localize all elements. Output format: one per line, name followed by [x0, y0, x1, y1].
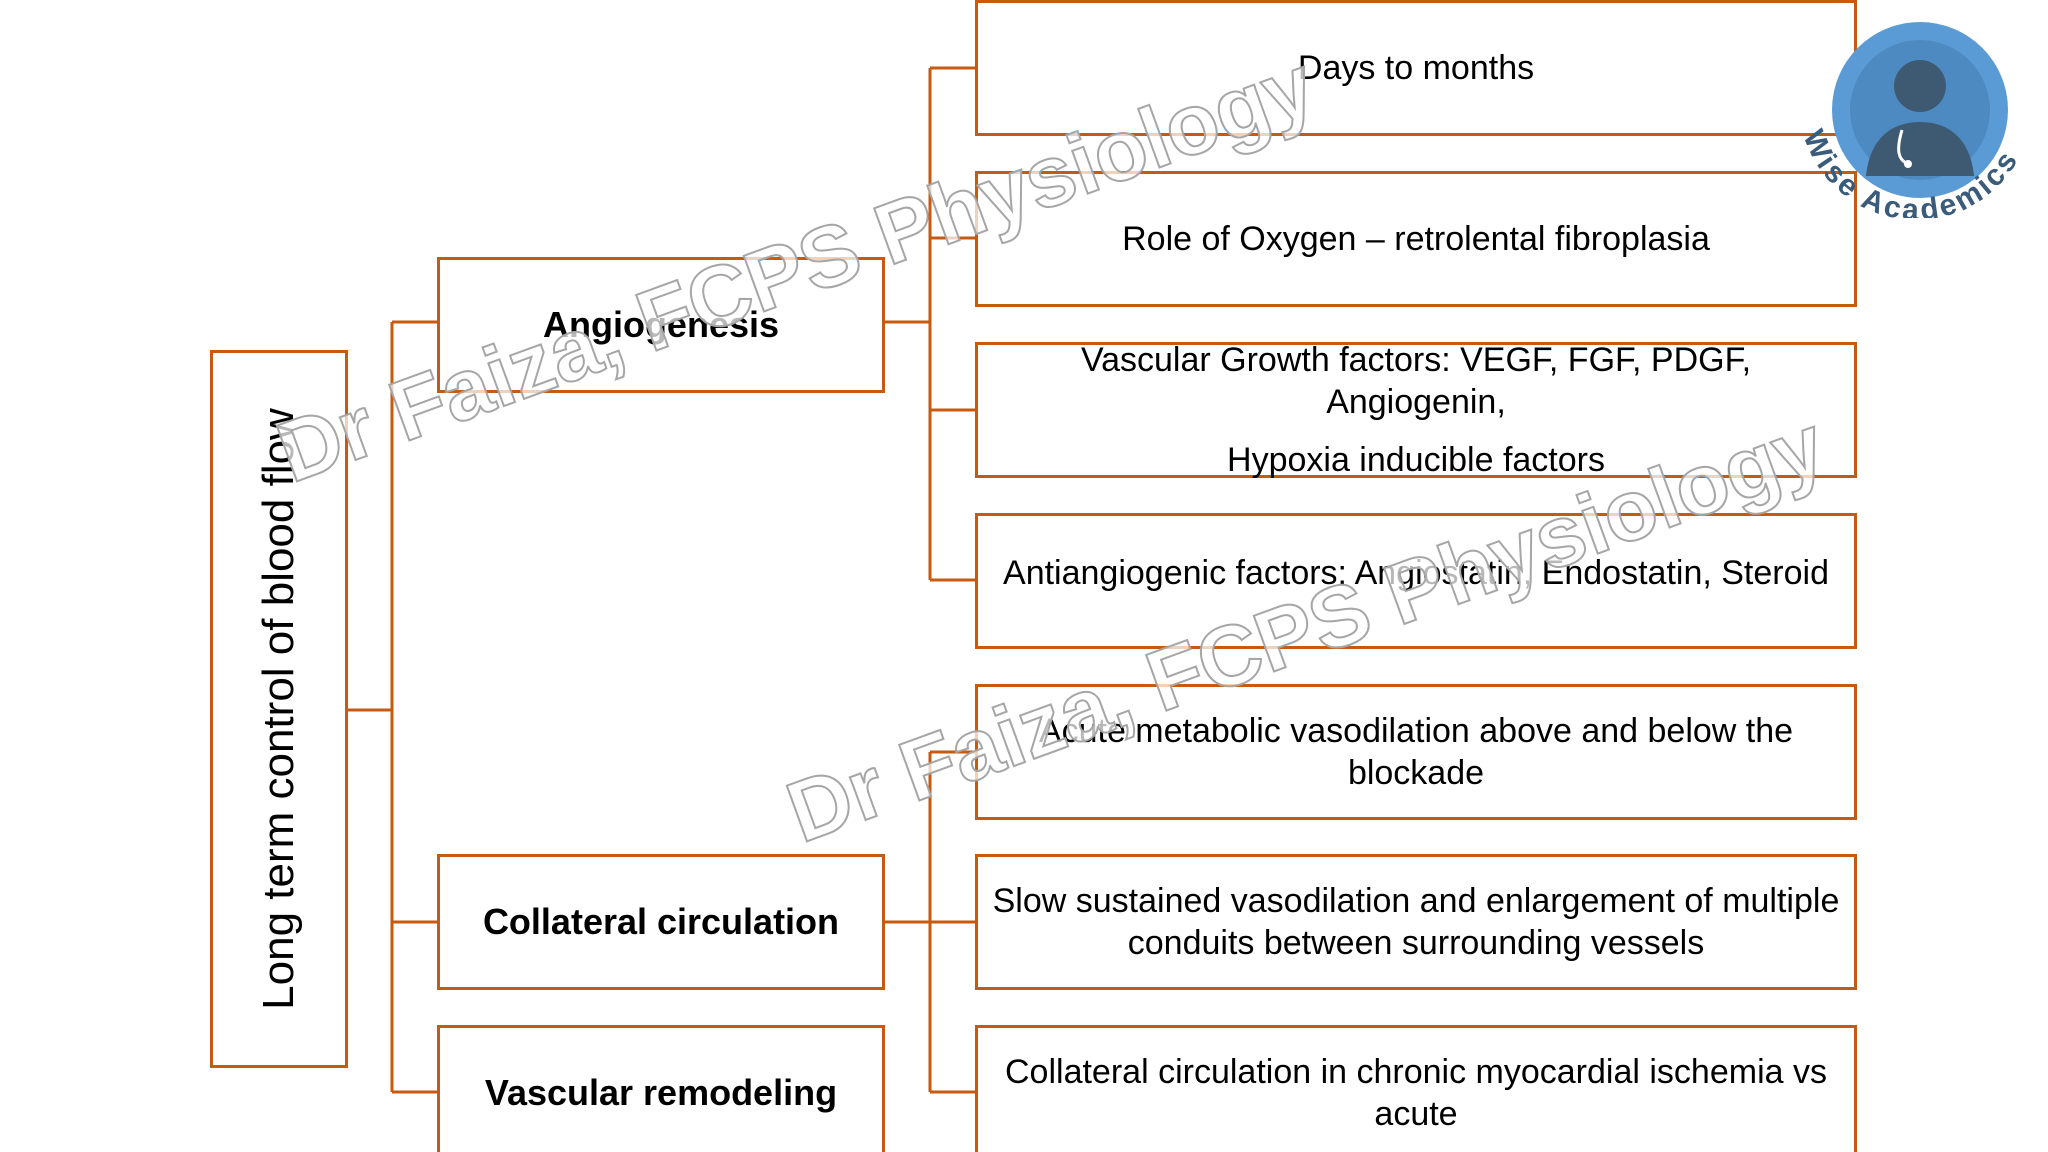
- category-label: Collateral circulation: [482, 901, 840, 942]
- leaf-text: Vascular Growth factors: VEGF, FGF, PDGF…: [1080, 341, 1752, 421]
- leaf-text: Antiangiogenic factors: Angiostatin, End…: [1003, 554, 1829, 592]
- category-angiogenesis: Angiogenesis: [437, 257, 885, 393]
- leaf-slow-sustained-vasodilation: Slow sustained vasodilation and enlargem…: [975, 854, 1857, 990]
- leaf-text: Days to months: [1297, 49, 1535, 87]
- leaf-antiangiogenic-factors: Antiangiogenic factors: Angiostatin, End…: [975, 513, 1857, 649]
- leaf-chronic-myocardial-ischemia: Collateral circulation in chronic myocar…: [975, 1025, 1857, 1152]
- root-label: Long term control of blood flow: [254, 408, 304, 1010]
- leaf-text: Role of Oxygen – retrolental fibroplasia: [1122, 220, 1710, 258]
- leaf-days-to-months: Days to months: [975, 0, 1857, 136]
- leaf-role-of-oxygen: Role of Oxygen – retrolental fibroplasia: [975, 171, 1857, 307]
- wise-academics-logo: Wise Academics: [1796, 22, 2023, 218]
- category-label: Vascular remodeling: [484, 1072, 838, 1113]
- category-collateral-circulation: Collateral circulation: [437, 854, 885, 990]
- root-box: Long term control of blood flow: [210, 350, 348, 1068]
- leaf-text-secondary: Hypoxia inducible factors: [1227, 441, 1605, 479]
- leaf-text: Collateral circulation in chronic myocar…: [1005, 1053, 1827, 1133]
- category-vascular-remodeling: Vascular remodeling: [437, 1025, 885, 1152]
- leaf-text: Acute metabolic vasodilation above and b…: [1038, 712, 1794, 792]
- leaf-acute-metabolic-vasodilation: Acute metabolic vasodilation above and b…: [975, 684, 1857, 820]
- leaf-text: Slow sustained vasodilation and enlargem…: [992, 882, 1840, 962]
- doctor-avatar-icon: [1866, 60, 1974, 176]
- leaf-vascular-growth-factors: Vascular Growth factors: VEGF, FGF, PDGF…: [975, 341, 1857, 479]
- category-label: Angiogenesis: [542, 304, 780, 345]
